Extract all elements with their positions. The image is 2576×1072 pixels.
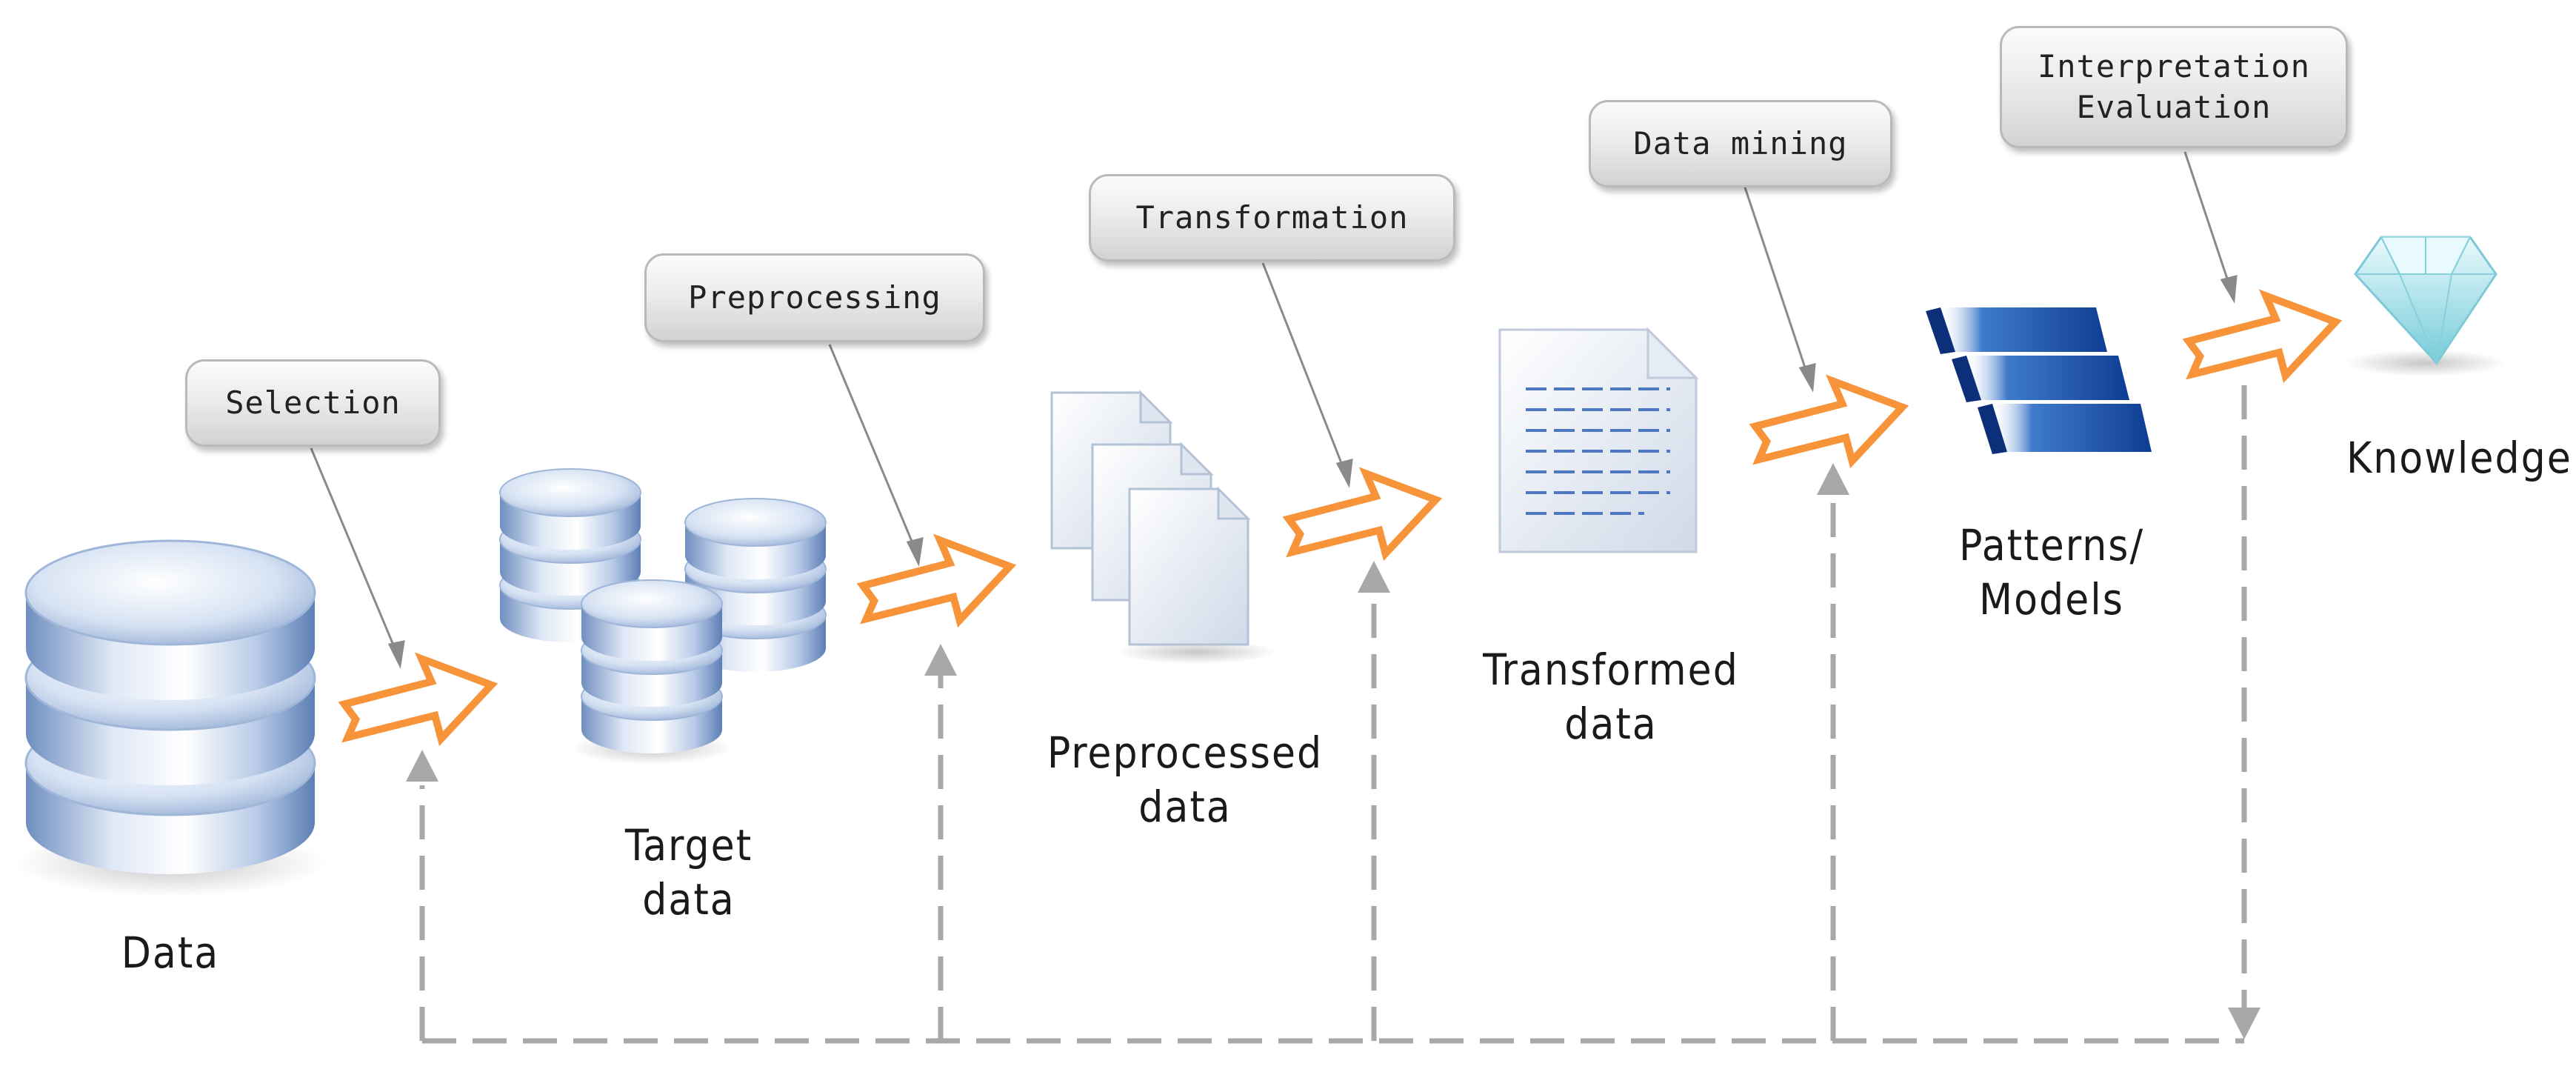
feedback-arrowhead-transformation [1358, 561, 1390, 593]
pointer-data-mining [1743, 184, 1809, 375]
stage-target-label-line1: Target [624, 820, 753, 870]
stage-preprocessed-label-line1: Preprocessed [1047, 728, 1324, 778]
document-front [1115, 486, 1278, 664]
feedback-lines [419, 385, 2247, 1044]
step-interpretation-callout: Interpretation Evaluation [2000, 26, 2348, 148]
flow-arrow-selection-icon [338, 652, 498, 747]
feedback-arrowhead-data-mining [1817, 463, 1849, 495]
small-database-right [684, 498, 827, 672]
stage-preprocessed-label-line2: data [1138, 781, 1232, 832]
stage-knowledge-label: Knowledge [2346, 431, 2572, 485]
flow-arrow-data-mining-icon [1749, 374, 1909, 469]
step-transformation-label: Transformation [1135, 199, 1409, 236]
database-icon [15, 539, 326, 896]
pointer-interpretation [2183, 151, 2231, 286]
step-interpretation-label-line1: Interpretation [2037, 47, 2310, 84]
stage-patterns-label: Patterns/ Models [1941, 519, 2163, 626]
step-data-mining-callout: Data mining [1589, 100, 1892, 187]
step-selection-callout: Selection [185, 359, 441, 447]
step-data-mining-label: Data mining [1633, 124, 1848, 162]
stage-transformed-label-line2: data [1564, 698, 1658, 749]
pointer-selection [310, 447, 398, 653]
feedback-arrowhead-selection [406, 750, 438, 782]
feedback-arrowhead-preprocessing [924, 644, 957, 676]
diamond-icon [2344, 236, 2507, 376]
small-database-front [570, 579, 733, 765]
step-selection-label: Selection [225, 384, 401, 421]
stage-patterns-label-line2: Models [1979, 573, 2124, 625]
stacked-bars-icon [1926, 307, 2152, 454]
flow-arrow-preprocessing-icon [856, 533, 1017, 628]
pointer-transformation [1261, 262, 1346, 471]
text-document-icon [1498, 327, 1699, 553]
step-preprocessing-label: Preprocessing [688, 279, 941, 316]
flow-arrow-transformation-icon [1282, 467, 1443, 562]
stage-transformed-label-line1: Transformed [1483, 645, 1739, 695]
feedback-arrowhead-evaluation [2228, 1008, 2260, 1039]
stage-target-label: Target data [578, 819, 800, 926]
database-cluster-icon [499, 468, 827, 765]
stage-target-label-line2: data [642, 873, 735, 925]
step-transformation-callout: Transformation [1089, 174, 1455, 262]
stage-transformed-label: Transformed data [1452, 643, 1770, 750]
flow-arrow-interpretation-icon [2182, 289, 2343, 384]
stage-patterns-label-line1: Patterns/ [1958, 520, 2145, 570]
stage-preprocessed-label: Preprocessed data [1022, 726, 1348, 833]
step-interpretation-label-line2: Evaluation [2076, 88, 2272, 125]
stage-data-label-line1: Data [121, 928, 220, 978]
stage-knowledge-label-line1: Knowledge [2346, 433, 2572, 483]
pointer-preprocessing [828, 344, 916, 549]
documents-icon [1050, 390, 1278, 664]
stage-data-label: Data [96, 926, 244, 980]
step-preprocessing-callout: Preprocessing [644, 253, 985, 342]
